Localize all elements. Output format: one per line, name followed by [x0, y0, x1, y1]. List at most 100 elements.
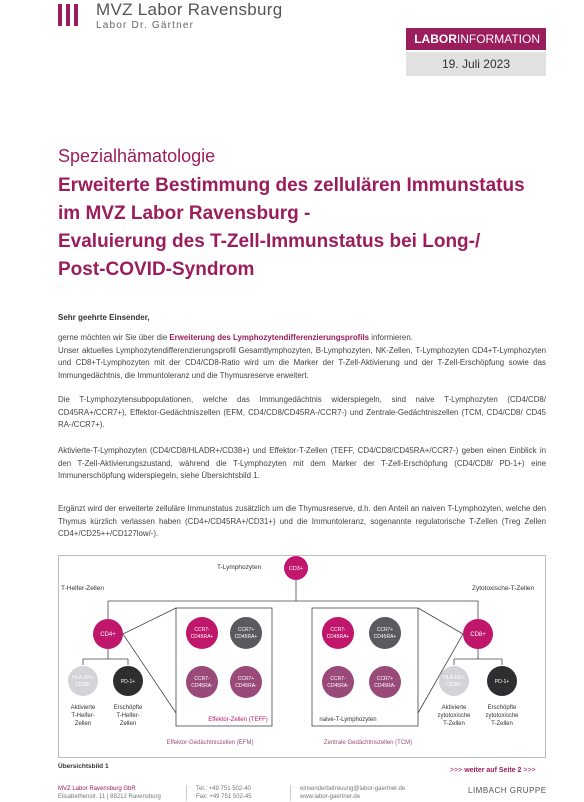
- footer-email[interactable]: einsenderbetreuung@labor-gaertner.de: [300, 786, 406, 792]
- labinformation-badge: LABORINFORMATION: [406, 28, 546, 50]
- act-cyto-l1: Aktivierte: [442, 705, 467, 711]
- helper-teff-t1: CCR7-: [194, 627, 210, 633]
- t-lymph-label: T-Lymphozyten: [217, 564, 262, 571]
- headline: Erweiterte Bestimmung des zellulären Imm…: [58, 172, 558, 284]
- headline-line-2: im MVZ Labor Ravensburg -: [58, 203, 311, 224]
- paragraph-2: Die T-Lymphozytensubpopulationen, welche…: [58, 395, 546, 430]
- cyto-naive-t1: CCR7+: [377, 627, 394, 633]
- cyto-naive-node: [369, 617, 401, 649]
- cyto-efm-t1: CCR7-: [330, 676, 346, 682]
- cyto-teff-t1: CCR7-: [330, 627, 346, 633]
- cyto-hla-t2: CD38+: [446, 682, 462, 688]
- helper-pd1-text: PD-1+: [121, 679, 135, 685]
- cd8-text: CD8+: [470, 632, 486, 638]
- act-cyto-l3: T-Zellen: [443, 721, 465, 727]
- logo-title: MVZ Labor Ravensburg: [96, 0, 283, 19]
- exh-cyto-l1: Erschöpfte: [488, 705, 517, 711]
- labinfo-bold: LABOR: [414, 32, 457, 46]
- next-post: >>>: [521, 767, 536, 774]
- helper-naive-t1: CCR7+: [238, 627, 255, 633]
- headline-line-4: Post-COVID-Syndrom: [58, 259, 255, 280]
- cyto-efm-t2: CD45RA-: [327, 683, 349, 689]
- helper-teff-node: [186, 617, 218, 649]
- logo-subtitle: Labor Dr. Gärtner: [96, 20, 195, 31]
- cd3-text: CD3+: [289, 566, 303, 572]
- greeting: Sehr geehrte Einsender,: [58, 313, 150, 322]
- cyto-pd1-node: [487, 666, 517, 696]
- footer-tel: Tel.: +49 751 502-40: [196, 786, 251, 792]
- figure-caption: Übersichtsbild 1: [58, 763, 109, 770]
- p1-pre: gerne möchten wir Sie über die: [58, 333, 170, 342]
- next-bold: weiter auf Seite 2: [464, 767, 522, 774]
- cyto-naive-t2: CD45RA+: [374, 634, 397, 640]
- next-pre: >>>: [450, 767, 465, 774]
- section-label: Spezialhämatologie: [58, 146, 216, 166]
- cyto-teff-node: [322, 617, 354, 649]
- p1-highlight: Erweiterung des Lymphozytendifferenzieru…: [169, 333, 370, 342]
- cyto-tcm-node: [369, 666, 401, 698]
- exh-cyto-l2: zytotoxische: [485, 713, 519, 719]
- p1-rest: Unser aktuelles Lymphozytendifferenzieru…: [58, 345, 546, 380]
- cd4-node: [93, 619, 123, 649]
- helper-memory-box: [175, 607, 273, 727]
- logo-mark: [58, 4, 88, 26]
- helper-pd1-node: [113, 666, 143, 696]
- cyto-hla-t1: HLA-DR+: [443, 675, 465, 681]
- cytotox-label: Zytotoxische-T-Zellen: [472, 585, 535, 592]
- headline-line-1: Erweiterte Bestimmung des zellulären Imm…: [58, 175, 525, 196]
- footer-fax: Fax: +49 751 502-45: [196, 794, 252, 800]
- act-cyto-l2: zytotoxische: [437, 713, 471, 719]
- connector-lines: [82, 579, 503, 714]
- cyto-tcm-t2: CD45RA-: [374, 683, 396, 689]
- diagram-frame: [58, 555, 546, 758]
- paragraph-3: Aktivierte-T-Lymphozyten (CD4/CD8/HLADR+…: [58, 446, 546, 481]
- cyto-teff-t2: CD45RA+: [327, 634, 350, 640]
- footer-contact: einsenderbetreuung@labor-gaertner.de www…: [300, 785, 405, 801]
- helper-hla-t2: CD38+: [75, 682, 91, 688]
- helper-hla-t1: HLA-DR+: [72, 675, 94, 681]
- p1-post: informieren.: [369, 333, 413, 342]
- cd8-node: [463, 619, 493, 649]
- helper-efm-t2: CD45RA-: [191, 683, 213, 689]
- cyto-pd1-text: PD-1+: [495, 679, 509, 685]
- date-badge: 19. Juli 2023: [406, 52, 546, 76]
- labinfo-rest: INFORMATION: [456, 32, 540, 46]
- helper-naive-node: [230, 617, 262, 649]
- cd3-node: [284, 556, 308, 580]
- exh-cyto-l3: T-Zellen: [491, 721, 513, 727]
- exh-helper-l1: Erschöpfte: [114, 705, 143, 711]
- helper-teff-t2: CD45RA+: [191, 634, 214, 640]
- exh-helper-l2: T-Helfer-: [116, 713, 139, 719]
- helper-hla-node: [68, 666, 98, 696]
- cell-labels: Aktivierte T-Helfer- Zellen Erschöpfte T…: [71, 705, 520, 727]
- t-cell-diagram: T-Lymphozyten T-Helfer-Zellen Zytotoxisc…: [61, 556, 535, 746]
- paragraph-4: Ergänzt wird der erweiterte zelluläre Im…: [58, 504, 546, 539]
- tcm-label: Zentrale Gedächtniszellen (TCM): [324, 740, 412, 746]
- cyto-efm-node: [322, 666, 354, 698]
- footer-street: Elisabethenstr. 11 | 88212 Ravensburg: [58, 794, 161, 800]
- act-helper-l1: Aktivierte: [71, 705, 96, 711]
- act-helper-l3: Zellen: [75, 721, 91, 727]
- next-page-link[interactable]: >>> weiter auf Seite 2 >>>: [450, 767, 536, 774]
- footer-divider: [290, 785, 291, 801]
- cyto-tcm-t1: CCR7+: [377, 676, 394, 682]
- act-helper-l2: T-Helfer-: [71, 713, 94, 719]
- footer-address: MVZ Labor Ravensburg GbR Elisabethenstr.…: [58, 785, 161, 801]
- helper-label: T-Helfer-Zellen: [61, 585, 104, 592]
- cyto-hla-node: [439, 666, 469, 696]
- footer-company: MVZ Labor Ravensburg GbR: [58, 786, 136, 792]
- helper-efm-t1: CCR7-: [194, 676, 210, 682]
- footer-divider: [186, 785, 187, 801]
- paragraph-1: gerne möchten wir Sie über die Erweiteru…: [58, 332, 546, 382]
- cyto-memory-box: [311, 607, 419, 727]
- efm-label: Effektor-Gedächtniszellen (EFM): [167, 740, 254, 746]
- helper-tcm-t1: CCR7+: [238, 676, 255, 682]
- teff-label: Effektor-Zellen (TEFF): [208, 717, 268, 723]
- helper-efm-node: [186, 666, 218, 698]
- helper-tcm-node: [230, 666, 262, 698]
- headline-line-3: Evaluierung des T-Zell-Immunstatus bei L…: [58, 231, 481, 252]
- cd4-text: CD4+: [100, 632, 116, 638]
- footer-web[interactable]: www.labor-gaertner.de: [300, 794, 361, 800]
- helper-tcm-t2: CD45RA-: [235, 683, 257, 689]
- helper-naive-t2: CD45RA+: [235, 634, 258, 640]
